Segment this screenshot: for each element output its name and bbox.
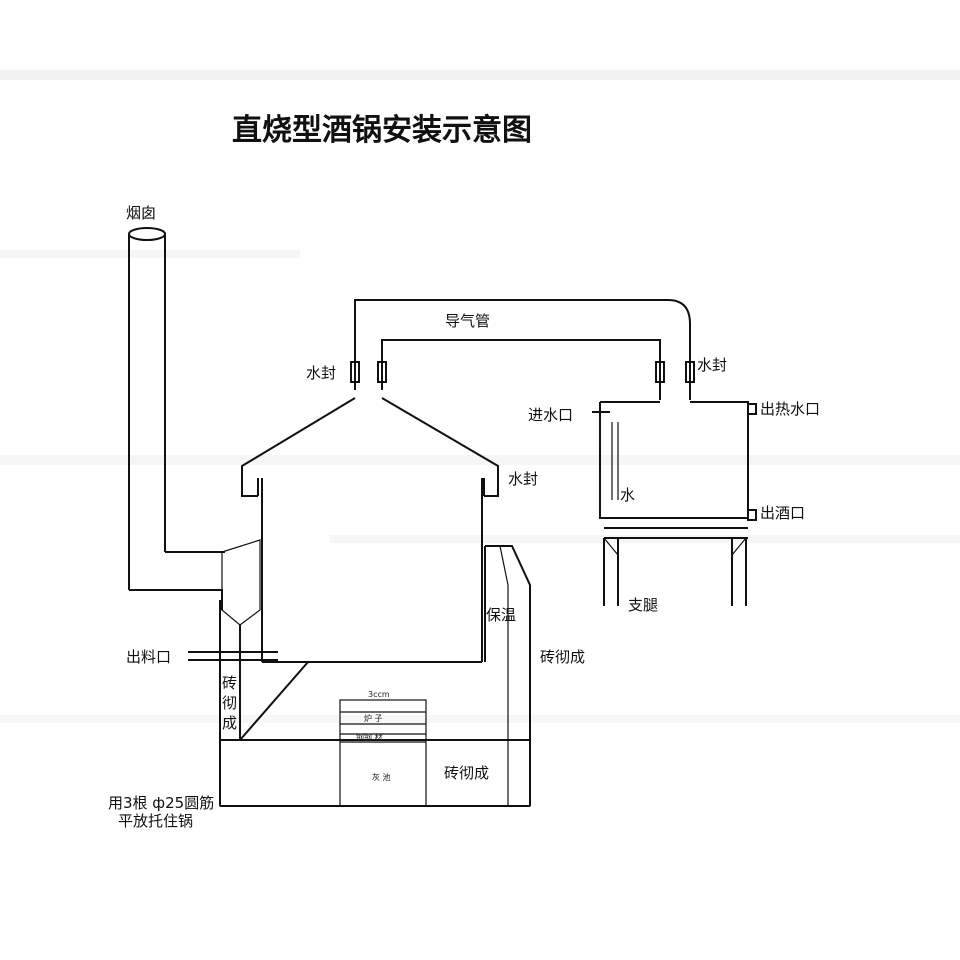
chimney	[128, 227, 225, 610]
label-support-note-1: 用3根 ф25圆筋	[108, 794, 214, 812]
label-water-seal-right: 水封	[697, 356, 727, 374]
label-brick-right: 砖彻成	[540, 648, 585, 666]
firebox	[339, 699, 427, 807]
label-brick-left: 砖彻成	[222, 674, 237, 732]
label-water-inlet: 进水口	[528, 406, 573, 424]
diagram-title: 直烧型酒锅安装示意图	[232, 113, 532, 148]
label-water-seal-left: 水封	[306, 364, 336, 382]
label-chimney: 烟囱	[126, 204, 156, 222]
still-body	[261, 478, 483, 663]
label-water: 水	[620, 486, 635, 504]
label-grate-size: 3ccm	[368, 690, 390, 699]
label-support-legs: 支腿	[628, 596, 658, 614]
still-lid	[241, 397, 499, 497]
label-brick-bottom: 砖彻成	[444, 764, 489, 782]
label-ash-pit: 灰 池	[372, 772, 391, 782]
label-insulation: 保温	[486, 606, 516, 624]
gas-pipe	[350, 299, 695, 400]
label-liquor-outlet: 出酒口	[760, 504, 805, 522]
label-fire-door: 炉 子	[364, 713, 383, 723]
label-discharge-port: 出料口	[126, 648, 171, 666]
label-brick-left-vertical: 砖彻成	[222, 674, 237, 732]
label-hot-water-outlet: 出热水口	[760, 400, 820, 418]
label-grate-spec: 钢钢 材	[356, 732, 383, 742]
label-gas-pipe: 导气管	[445, 312, 490, 330]
label-water-seal-rim: 水封	[508, 470, 538, 488]
support-legs	[603, 527, 748, 606]
discharge-port	[188, 651, 278, 661]
condenser-tank	[592, 401, 757, 521]
bleed-through-texture	[0, 70, 960, 723]
label-support-note-2: 平放托住锅	[118, 812, 193, 830]
